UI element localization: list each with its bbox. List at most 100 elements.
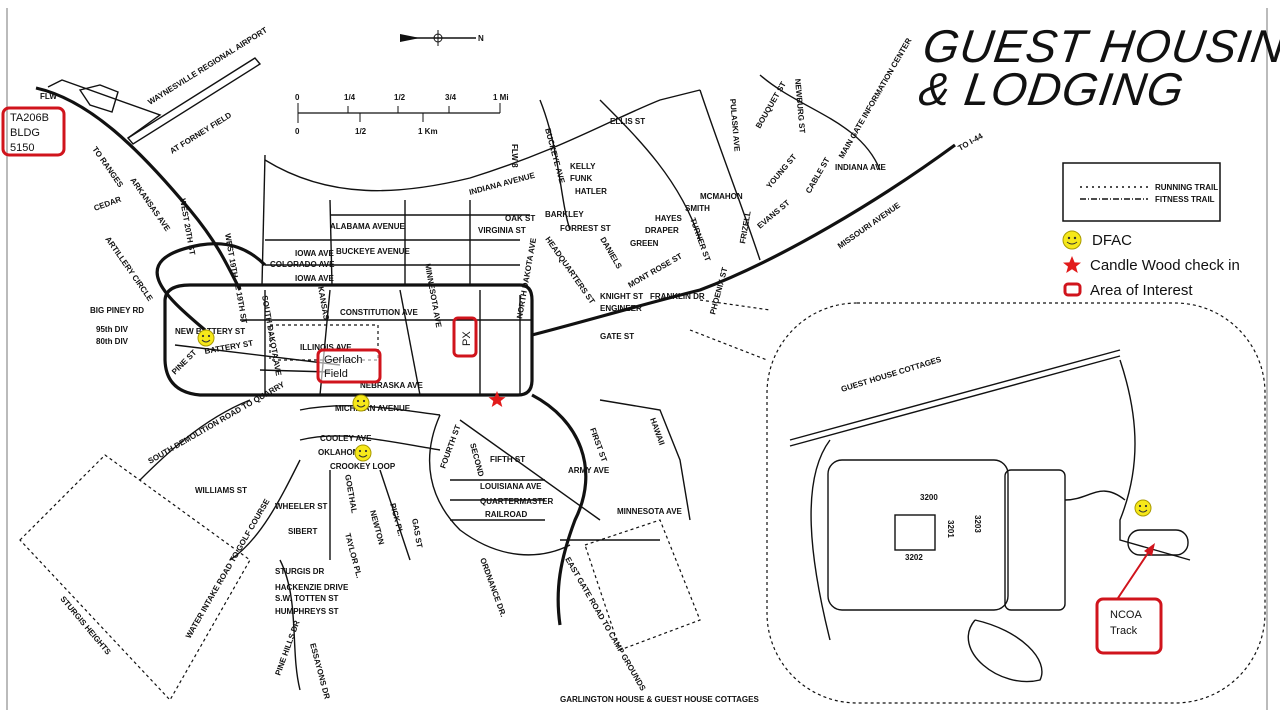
street-label: BARKLEY: [545, 210, 584, 219]
street-label: HEADQUARTERS ST: [543, 235, 596, 306]
annotation-gerlach-field[interactable]: Gerlach Field: [316, 348, 382, 384]
sturgis-label: STURGIS HEIGHTS: [58, 595, 112, 657]
street-label: COOLEY AVE: [320, 434, 372, 443]
annotation-ta206b[interactable]: TA206B BLDG 5150: [1, 106, 66, 157]
to-ranges-label: TO RANGES: [90, 145, 125, 190]
garlington-label: GARLINGTON HOUSE & GUEST HOUSE COTTAGES: [560, 695, 759, 704]
ncoa-line-2: Track: [1110, 625, 1138, 637]
street-label: CABLE ST: [804, 156, 832, 195]
legend: RUNNING TRAIL FITNESS TRAIL DFAC Candle …: [1062, 162, 1240, 299]
div-label-2: 80th DIV: [96, 337, 129, 346]
bldg-3202: 3202: [905, 553, 923, 562]
to-golf-label: WATER INTAKE ROAD TO GOLF COURSE: [184, 497, 272, 640]
legend-star-icon: [1063, 256, 1081, 273]
street-label: HACKENZIE DRIVE: [275, 583, 349, 592]
legend-area-icon: [1063, 282, 1082, 297]
street-label: HAWAII: [648, 417, 666, 447]
street-label: CONSTITUTION AVE: [340, 308, 418, 317]
bldg-3200: 3200: [920, 493, 938, 502]
street-label: WEST 19TH: [223, 233, 240, 279]
airport-label-2: AT FORNEY FIELD: [168, 110, 233, 155]
scale-bar: 0 1/4 1/2 3/4 1 Mi 0 1/2 1 Km: [295, 93, 509, 136]
street-label: MICHIGAN AVENUE: [335, 404, 411, 413]
street-label: CEDAR: [93, 195, 123, 213]
street-label: DANIELS: [598, 236, 624, 271]
street-label: MISSOURI AVENUE: [836, 200, 903, 250]
street-label: GREEN: [630, 239, 659, 248]
street-label: WEST 20TH ST: [178, 198, 197, 256]
street-label: GAS ST: [410, 518, 424, 549]
street-label: PINE HILLS DR: [273, 619, 301, 677]
ta206b-line-3: 5150: [10, 142, 34, 154]
street-label: HAYES: [655, 214, 682, 223]
airport: WAYNESVILLE REGIONAL AIRPORT AT FORNEY F…: [47, 25, 269, 156]
street-label: EVANS ST: [756, 198, 792, 230]
street-label: GOETHAL: [343, 474, 359, 514]
street-label: PICK PL.: [388, 502, 405, 537]
annotation-ncoa-track[interactable]: NCOA Track: [1095, 543, 1163, 655]
ta206b-line-2: BLDG: [10, 127, 40, 139]
street-label: TAYLOR PL.: [343, 532, 364, 579]
compass-north: N: [478, 34, 484, 43]
inset-area: [766, 302, 1266, 704]
street-label: MINNESOTA AVE: [617, 507, 683, 516]
street-label: PINE ST: [170, 348, 198, 376]
street-label: WHEELER ST: [275, 502, 328, 511]
dfac-smiley-icon[interactable]: [197, 329, 215, 347]
legend-dfac: DFAC: [1092, 232, 1132, 249]
street-label: HUMPHREYS ST: [275, 607, 339, 616]
gerlach-field-trail: [269, 324, 379, 361]
annotation-px[interactable]: PX: [452, 316, 478, 358]
airport-label-1: WAYNESVILLE REGIONAL AIRPORT: [146, 25, 269, 106]
guest-cottages-label: GUEST HOUSE COTTAGES: [840, 355, 943, 394]
street-label: INDIANA AVE: [835, 163, 886, 172]
street-label: MCMAHON: [700, 192, 743, 201]
compass-icon: N: [400, 30, 484, 46]
street-label: NEWBURG ST: [793, 78, 807, 133]
sturgis-heights-area: [19, 454, 251, 702]
street-label: CROOKEY LOOP: [330, 462, 396, 471]
street-label: PHOENIX ST: [708, 266, 729, 315]
scale-mi-4: 1 Mi: [493, 93, 509, 102]
street-label: TURNER ST: [688, 217, 712, 263]
street-label: IOWA AVE: [295, 249, 334, 258]
to-camp-label: EAST GATE ROAD TO CAMP GROUNDS: [563, 556, 648, 693]
bldg-3201: 3201: [946, 520, 955, 538]
street-label: OKLAHOMA: [318, 448, 365, 457]
street-label: GATE ST: [600, 332, 634, 341]
secondary-roads: [139, 74, 881, 691]
street-label: COLORADO AVE: [270, 260, 335, 269]
street-label: ILLINOIS AVE: [300, 343, 352, 352]
street-label: ELLIS ST: [610, 117, 645, 126]
dfac-smiley-icon[interactable]: [352, 394, 370, 412]
street-label: VIRGINIA ST: [478, 226, 526, 235]
flw-label: FLW: [40, 92, 57, 101]
garlington-area: [584, 519, 701, 651]
street-label: FOURTH ST: [438, 423, 462, 469]
street-label: HATLER: [575, 187, 607, 196]
div-label-1: 95th DIV: [96, 325, 129, 334]
street-label: KELLY: [570, 162, 596, 171]
scale-mi-1: 1/4: [344, 93, 356, 102]
legend-area-of-interest: Area of Interest: [1090, 282, 1193, 299]
street-label: STURGIS DR: [275, 567, 325, 576]
scale-mi-2: 1/2: [394, 93, 406, 102]
street-label: S.W. TOTTEN ST: [275, 594, 339, 603]
to-i44-label: TO I-44: [957, 131, 985, 153]
street-label: FIFTH ST: [490, 455, 525, 464]
dfac-smiley-icon[interactable]: [354, 444, 372, 462]
street-label: BIG PINEY RD: [90, 306, 144, 315]
dfac-smiley-icon[interactable]: [1134, 499, 1152, 517]
street-label: NORTH DAKOTA AVE: [515, 237, 538, 320]
street-label: SIBERT: [288, 527, 317, 536]
dashed-areas: [19, 299, 1266, 704]
street-label: YOUNG ST: [765, 152, 799, 190]
map-frame: [6, 8, 1268, 710]
candle-wood-star-icon[interactable]: [488, 391, 506, 407]
street-label: BUCKEYE AVENUE: [336, 247, 410, 256]
street-label: RAILROAD: [485, 510, 527, 519]
street-label: FORREST ST: [560, 224, 611, 233]
street-label: MINNESOTA AVE: [423, 263, 443, 329]
